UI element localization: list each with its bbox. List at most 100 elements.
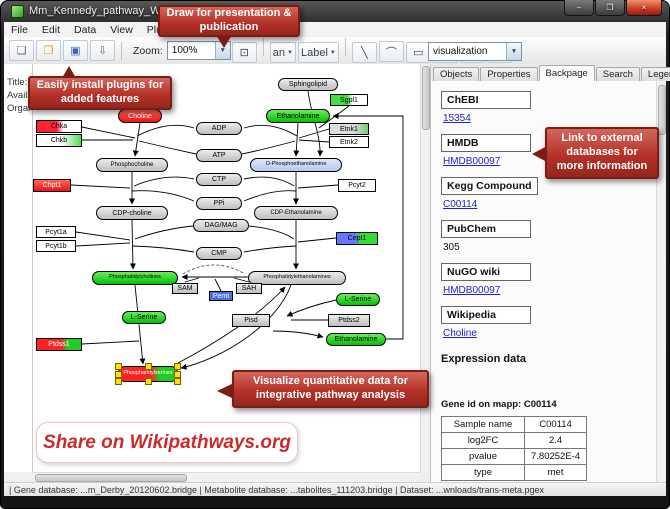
new-file-icon[interactable]: ❏ (9, 40, 34, 61)
zoom-value: 100% (171, 45, 198, 56)
pathway-node-l-serine[interactable]: L-Serine (122, 311, 166, 324)
pathway-node-o-phosphoethanolamine[interactable]: O-Phosphoethanolamine (250, 158, 342, 172)
pathway-node-ptdss2[interactable]: Ptdss2 (328, 314, 370, 327)
pathway-node-ppi[interactable]: PPi (196, 197, 242, 210)
maximize-button[interactable]: ❐ (595, 0, 625, 16)
tab-objects[interactable]: Objects (433, 67, 480, 81)
chevron-down-icon[interactable]: ▼ (506, 43, 521, 60)
label-tool[interactable]: Label▼ (297, 42, 339, 64)
menu-view[interactable]: View (110, 23, 133, 36)
pathway-node-phosphatidylcholines[interactable]: Phosphatidylcholines (92, 271, 178, 285)
backpage-header-pubchem: PubChem (441, 220, 531, 238)
menubar: FileEditDataViewPluginsHelp (4, 22, 666, 38)
tab-search[interactable]: Search (595, 67, 640, 81)
pathway-node-choline[interactable]: Choline (118, 109, 162, 123)
pathway-node-atp[interactable]: ATP (196, 149, 242, 162)
pathway-node-ptdss1[interactable]: Ptdss1 (36, 338, 82, 351)
pathway-node-sam[interactable]: SAM (172, 283, 198, 294)
backpage-header-hmdb: HMDB (441, 134, 531, 152)
line-tool[interactable]: ╲ (351, 41, 377, 63)
pathway-node-sgpl1[interactable]: Sgpl1 (330, 94, 368, 106)
canvas-horizontal-scrollbar[interactable] (33, 472, 420, 482)
titlebar[interactable]: Mm_Kennedy_pathway_WP1771_45176.gpml –❐× (4, 0, 666, 22)
pathway-node-ctp[interactable]: CTP (196, 173, 242, 186)
pathway-node-phosphatidylethanolamines[interactable]: Phosphatidylethanolamines (248, 271, 346, 285)
pathway-node-chpt1[interactable]: Chpt1 (33, 179, 71, 192)
selection-handle[interactable] (115, 363, 122, 370)
open-folder-icon[interactable]: ❒ (36, 40, 61, 61)
backpage-header-nugo-wiki: NuGO wiki (441, 263, 531, 281)
selection-handle[interactable] (115, 378, 122, 385)
kegg-compound-link[interactable]: C00114 (443, 199, 478, 210)
pathway-node-pcyt1b[interactable]: Pcyt1b (36, 240, 76, 252)
pathway-node-pcyt2[interactable]: Pcyt2 (338, 179, 376, 192)
menu-file[interactable]: File (11, 23, 28, 36)
pathway-node-l-serine[interactable]: L-Serine (336, 293, 380, 306)
selection-handle[interactable] (174, 363, 181, 370)
selection-handle[interactable] (174, 378, 181, 385)
canvas-vertical-scrollbar[interactable] (420, 64, 430, 472)
backpage-value-nugo-wiki: HMDB00097 (443, 285, 648, 296)
nugo-wiki-link[interactable]: HMDB00097 (443, 285, 501, 296)
save-icon[interactable]: ▣ (63, 40, 88, 61)
pathway-node-pisd[interactable]: Pisd (232, 314, 270, 327)
zoom-fit-icon[interactable]: ⊡ (231, 41, 257, 63)
pathway-node-chkb[interactable]: Chkb (36, 134, 82, 147)
expression-data-title: Expression data (441, 353, 526, 365)
toolbar-separator (344, 37, 346, 56)
scrollbar-thumb[interactable] (35, 474, 187, 482)
scrollbar-thumb[interactable] (422, 66, 430, 130)
chebi-link[interactable]: 15354 (443, 113, 471, 124)
wikipedia-link[interactable]: Choline (443, 328, 477, 339)
pathway-node-pemt[interactable]: Pemt (209, 291, 233, 301)
pathway-node-cmp[interactable]: CMP (196, 247, 242, 260)
pathway-node-phosphatidylserines[interactable]: Phosphatidylserines (115, 363, 181, 385)
backpage-value-kegg-compound: C00114 (443, 199, 648, 210)
pathway-node-ethanolamine[interactable]: Ethanolamine (326, 333, 386, 346)
table-cell: type (441, 464, 525, 481)
rectangle-tool[interactable]: ▭ (405, 41, 431, 63)
visualization-combobox[interactable]: visualization ▼ (428, 42, 522, 61)
callout-draw: Draw for presentation & publication (158, 5, 300, 48)
menu-data[interactable]: Data (74, 23, 97, 36)
selection-handle[interactable] (145, 363, 152, 370)
hmdb-link[interactable]: HMDB00097 (443, 156, 501, 167)
pathway-node-pcyt1a[interactable]: Pcyt1a (36, 226, 76, 238)
close-button[interactable]: × (626, 0, 662, 16)
scrollbar-thumb[interactable] (658, 85, 666, 135)
pathway-node-sah[interactable]: SAH (236, 283, 262, 294)
pathway-node-chka[interactable]: Chka (36, 120, 82, 133)
pathway-node-adp[interactable]: ADP (196, 122, 242, 135)
selection-handle[interactable] (115, 371, 122, 378)
tab-backpage[interactable]: Backpage (538, 65, 595, 81)
table-cell: 2.4 (523, 432, 588, 449)
selection-handle[interactable] (174, 371, 181, 378)
backpage-value-hmdb: HMDB00097 (443, 156, 648, 167)
pathway-node-cdp-ethanolamine[interactable]: CDP-Ethanolamine (254, 206, 338, 220)
arc-tool[interactable]: ⌒ (378, 41, 404, 63)
datanode-tool[interactable]: an▼ (269, 42, 296, 64)
pathway-node-cept1[interactable]: Cept1 (336, 232, 378, 245)
pathway-node-phosphocholine[interactable]: Phosphocholine (96, 158, 168, 172)
selection-handle[interactable] (145, 378, 152, 385)
pathway-node-cdp-choline[interactable]: CDP-choline (96, 206, 168, 220)
export-icon[interactable]: ⇩ (90, 40, 115, 61)
pathway-node-etnk2[interactable]: Etnk2 (329, 136, 369, 148)
chevron-down-icon: ▼ (329, 49, 336, 56)
pathway-node-dag-mag[interactable]: DAG/MAG (193, 219, 249, 232)
panel-scrollbar[interactable] (656, 81, 666, 482)
pathway-edges (70, 90, 404, 370)
pathway-node-sphingolipid[interactable]: Sphingolipid (278, 78, 338, 91)
pathway-node-etnk1[interactable]: Etnk1 (329, 123, 369, 135)
menu-edit[interactable]: Edit (41, 23, 61, 36)
minimize-button[interactable]: – (564, 0, 594, 16)
tab-legend[interactable]: Legend (640, 67, 670, 81)
chevron-down-icon: ▼ (287, 49, 293, 56)
pathway-node-ethanolamine[interactable]: Ethanolamine (266, 109, 330, 123)
tab-properties[interactable]: Properties (480, 67, 538, 81)
zoom-combobox[interactable]: 100% ▼ (166, 41, 231, 60)
